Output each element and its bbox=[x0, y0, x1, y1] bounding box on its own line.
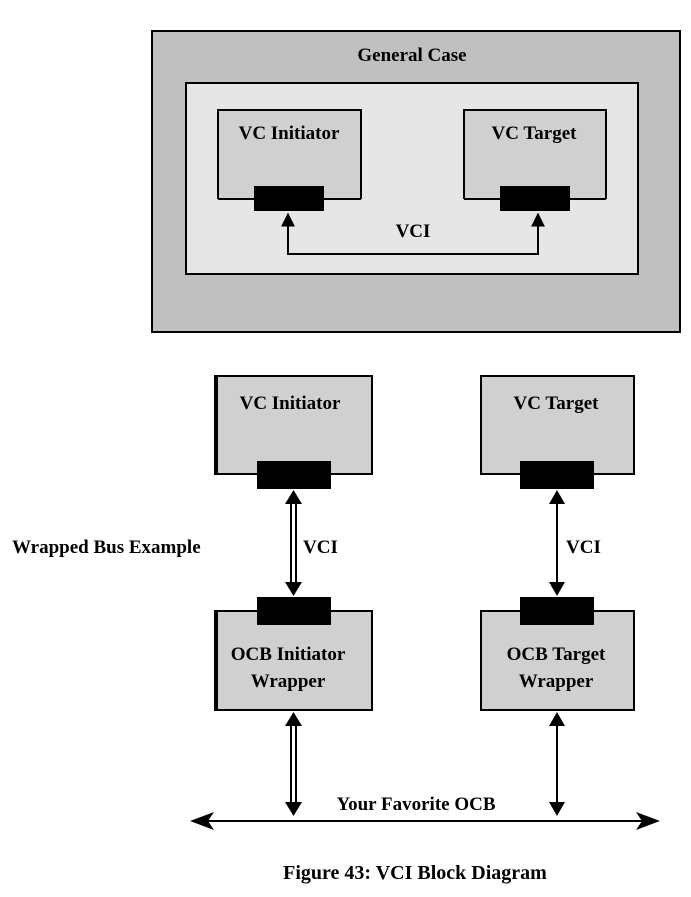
general-vci-label: VCI bbox=[396, 221, 431, 242]
ocb-target-wrapper-block bbox=[480, 610, 635, 711]
wrapped-initiator-label: VC Initiator bbox=[240, 393, 341, 414]
general-target-block bbox=[464, 110, 606, 199]
wrapped-initiator-port bbox=[257, 461, 331, 489]
ocb-target-wrapper-port bbox=[520, 597, 594, 625]
general-initiator-label: VC Initiator bbox=[239, 123, 340, 144]
general-target-port bbox=[500, 186, 570, 211]
wrapped-target-label: VC Target bbox=[514, 393, 600, 414]
wrapped-bus-section-label: Wrapped Bus Example bbox=[12, 537, 201, 558]
ocb-target-wrapper-label-line1: OCB Target bbox=[507, 644, 606, 665]
general-initiator-block bbox=[218, 110, 361, 199]
general-vci-connection bbox=[281, 212, 545, 255]
ocb-bus bbox=[190, 812, 660, 830]
general-initiator-port bbox=[254, 186, 324, 211]
ocb-bus-label: Your Favorite OCB bbox=[336, 794, 495, 815]
wrapped-initiator-block bbox=[214, 375, 373, 475]
figure-caption: Figure 43: VCI Block Diagram bbox=[283, 862, 547, 884]
wrapped-bus-example: Wrapped Bus Example VC Initiator VC Targ… bbox=[12, 375, 660, 830]
wrapped-target-block bbox=[480, 375, 635, 475]
initiator-vci-link bbox=[285, 490, 302, 596]
general-initiator-outline bbox=[217, 109, 362, 199]
ocb-target-wrapper-label-line2: Wrapper bbox=[519, 671, 594, 692]
general-case-panel: General Case VC Initiator VC Target VCI bbox=[151, 30, 681, 333]
target-vci-label: VCI bbox=[566, 537, 601, 558]
target-vci-link bbox=[549, 490, 565, 596]
initiator-vci-label: VCI bbox=[303, 537, 338, 558]
ocb-initiator-wrapper-label-line2: Wrapper bbox=[251, 671, 326, 692]
general-target-outline bbox=[463, 109, 607, 199]
wrapped-target-port bbox=[520, 461, 594, 489]
target-wrapper-bus-link bbox=[549, 712, 565, 816]
initiator-wrapper-bus-link bbox=[285, 712, 302, 816]
general-target-label: VC Target bbox=[492, 123, 578, 144]
ocb-initiator-wrapper-label-line1: OCB Initiator bbox=[231, 644, 346, 665]
ocb-initiator-wrapper-port bbox=[257, 597, 331, 625]
general-case-title: General Case bbox=[357, 45, 466, 66]
